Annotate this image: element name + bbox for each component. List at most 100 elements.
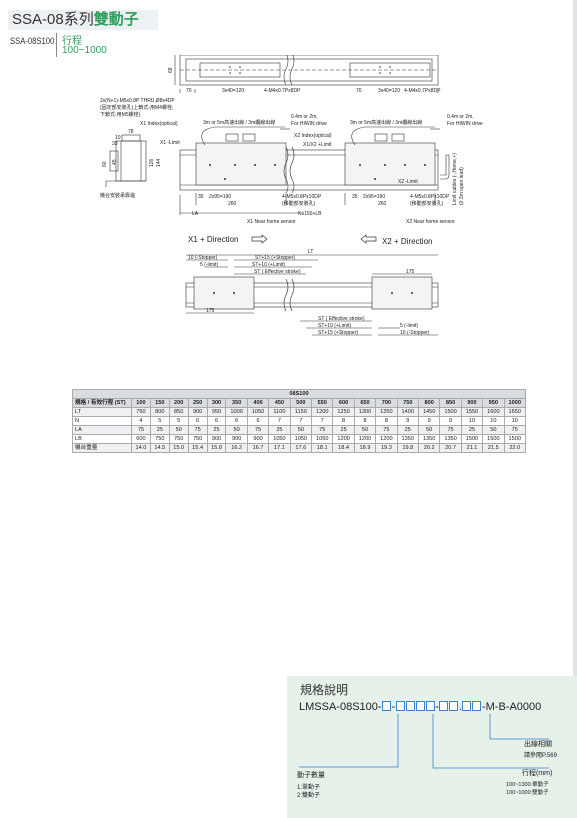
table-cell: 200 <box>168 398 189 408</box>
table-cell: 18.1 <box>311 443 334 453</box>
table-cell: 1200 <box>311 407 334 417</box>
table-cell: 17.6 <box>289 443 313 453</box>
x1-near-home-label: X1 Near home sensor <box>247 219 296 225</box>
table-cell: 9 <box>396 416 419 426</box>
table-cell: 300 <box>206 398 227 408</box>
code-slot-stroke-4 <box>425 701 435 711</box>
top-dim-tap-b: 4-M4x0.7Px8DP <box>404 88 441 94</box>
x2-minus-limit-label: X2 -Limit <box>398 179 418 185</box>
table-cell: 9 <box>417 416 441 426</box>
table-cell: 1550 <box>460 407 484 417</box>
table-cell: 10 <box>460 416 484 426</box>
table-cell: 25 <box>332 425 355 435</box>
limit-cable-note-1: Limit cables (-,Home,+) <box>452 153 458 205</box>
table-cell: 50 <box>353 425 377 435</box>
table-cell: 5 <box>168 416 189 426</box>
table-cell: 950 <box>482 398 505 408</box>
table-cell: 1050 <box>268 434 291 444</box>
table-cell: 6 <box>225 416 248 426</box>
mount-hole-note-1: 2x(N+1)-M5x0.8P THRU,Ø8x4DP <box>100 98 175 104</box>
top-dim-spacing-a: 3x40=120 <box>222 88 244 94</box>
table-row-label: LT <box>72 407 132 417</box>
code-slot-stroke-2 <box>405 701 415 711</box>
table-cell: 1350 <box>439 434 462 444</box>
header-divider <box>56 33 57 57</box>
table-cell: 800 <box>149 407 170 417</box>
table-row-label: 規格 / 有效行程 (ST) <box>72 398 132 408</box>
lower-plus-limit: ST+10 (+Limit) <box>318 323 351 329</box>
table-cell: 750 <box>396 398 419 408</box>
cable-ref: 請參閱P.569 <box>524 753 557 759</box>
table-cell: 750 <box>168 434 189 444</box>
code-slot-cable-2 <box>449 701 459 711</box>
table-cell: 1100 <box>268 407 291 417</box>
table-cell: 700 <box>375 398 398 408</box>
table-cell: 50 <box>289 425 313 435</box>
table-cell: 8 <box>353 416 377 426</box>
table-cell: 550 <box>311 398 334 408</box>
table-cell: 14.0 <box>131 443 151 453</box>
title-bar <box>8 10 158 30</box>
cable-title: 出線相關 <box>524 741 552 748</box>
table-cell: 50 <box>168 425 189 435</box>
table-cell: 900 <box>460 398 484 408</box>
table-cell: 850 <box>168 407 189 417</box>
table-row-label: 機台重量 <box>72 443 132 453</box>
x1-direction-label: X1 + Direction <box>188 235 238 244</box>
table-cell: 1500 <box>439 407 462 417</box>
order-code: LMSSA-08S100---.-M-B-A0000 <box>299 701 542 713</box>
front-dim-190-a: 2x95=190 <box>209 194 231 200</box>
spec-heading: 規格說明 <box>300 683 349 697</box>
table-caption: 08S100 <box>72 389 526 399</box>
table-cell: 850 <box>439 398 462 408</box>
table-cell: 1200 <box>353 434 377 444</box>
x1-minus-limit-label: X1 -Limit <box>160 140 180 146</box>
x2-direction-label-text: X2 + Direction <box>382 237 432 246</box>
table-cell: 21.1 <box>460 443 484 453</box>
table-cell: 250 <box>187 398 208 408</box>
table-cell: 6 <box>187 416 208 426</box>
table-cell: 7 <box>268 416 291 426</box>
table-cell: 400 <box>246 398 270 408</box>
tap-note-2b: (移動部安裝孔) <box>410 200 444 207</box>
hiwin-note-1a: 0.4m or 2m, <box>291 114 318 120</box>
table-cell: 1500 <box>503 434 527 444</box>
upper-dim-175: 175 <box>406 269 415 275</box>
table-cell: 7 <box>311 416 334 426</box>
table-cell: 350 <box>225 398 248 408</box>
side-dim-45: 45 <box>112 159 118 165</box>
page-edge <box>573 0 577 818</box>
table-cell: 25 <box>460 425 484 435</box>
x1-direction-arrow-icon <box>251 234 268 244</box>
upper-plus-limit: ST+10 (+Limit) <box>252 262 285 268</box>
cable-note-1: 3m or 5m高速出線 / 3m纜線出線 <box>203 119 275 126</box>
table-cell: 50 <box>225 425 248 435</box>
top-dim-68: 68 <box>168 67 174 73</box>
table-cell: 1000 <box>503 398 527 408</box>
table-cell: 1200 <box>375 434 398 444</box>
table-cell: 1650 <box>503 407 527 417</box>
table-row-label: LB <box>72 434 132 444</box>
table-cell: 20.7 <box>439 443 462 453</box>
table-cell: 19.3 <box>375 443 398 453</box>
side-dim-33: 33 <box>112 141 118 147</box>
side-dim-60: 60 <box>102 161 108 167</box>
code-slot-cable-4 <box>472 701 482 711</box>
table-cell: 1450 <box>417 407 441 417</box>
code-slot-cable-1 <box>439 701 449 711</box>
upper-minus-stopper: 10 (-Stopper) <box>188 255 218 261</box>
front-view <box>179 126 450 215</box>
front-dim-260-a: 260 <box>228 201 237 207</box>
side-dim-78: 78 <box>128 129 134 135</box>
lower-minus-limit: 5 (-limit) <box>400 323 418 329</box>
table-cell: 1600 <box>482 407 505 417</box>
table-cell: 600 <box>332 398 355 408</box>
table-cell: 8 <box>332 416 355 426</box>
table-cell: 15.8 <box>206 443 227 453</box>
table-cell: 1000 <box>225 407 248 417</box>
